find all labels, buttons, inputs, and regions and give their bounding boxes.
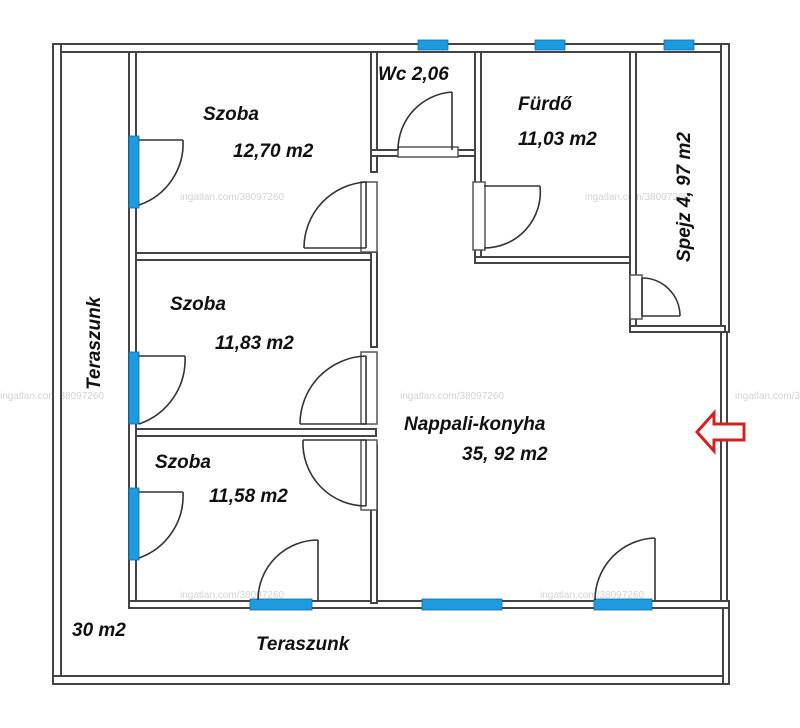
- door-swing: [629, 274, 681, 320]
- room-name: Fürdő: [518, 94, 573, 115]
- window: [593, 598, 653, 611]
- room-name: Wc 2,06: [378, 64, 449, 85]
- window: [421, 598, 503, 611]
- window: [128, 487, 140, 561]
- door-swing: [138, 355, 186, 425]
- room-name: Szoba: [203, 104, 259, 125]
- room-area: 11,83 m2: [215, 333, 294, 354]
- windows: [128, 39, 695, 611]
- watermark: ingatlan.com/38097260: [735, 391, 800, 402]
- room-area: 35, 92 m2: [462, 444, 548, 465]
- watermark: ingatlan.com/38097260: [585, 192, 689, 203]
- door-swing: [397, 91, 459, 158]
- watermark: ingatlan.com/38097260: [400, 391, 504, 402]
- watermark: ingatlan.com/38097260: [540, 590, 644, 601]
- room-name: Szoba: [170, 294, 226, 315]
- room-area: 11,58 m2: [209, 486, 288, 507]
- door-swing: [138, 139, 184, 206]
- door-swing: [303, 181, 378, 253]
- door-swing: [594, 537, 656, 601]
- terrace-side-label: Teraszunk: [84, 295, 105, 390]
- door-swing: [302, 439, 378, 511]
- doors: [138, 91, 681, 601]
- room-name: Nappali-konyha: [404, 414, 546, 435]
- window: [249, 598, 313, 611]
- room-area: 12,70 m2: [233, 141, 314, 162]
- window: [663, 39, 695, 51]
- room-area: 11,03 m2: [518, 129, 597, 150]
- room-name: Spejz 4, 97 m2: [674, 132, 695, 262]
- door-swing: [138, 491, 184, 559]
- door-swing: [299, 351, 378, 425]
- room-name: Szoba: [155, 452, 211, 473]
- terrace-area: 30 m2: [72, 620, 126, 641]
- window: [534, 39, 566, 51]
- terrace-bottom-label: Teraszunk: [256, 634, 351, 655]
- window: [417, 39, 449, 51]
- arrow-left-outline-icon: [694, 409, 746, 455]
- room-labels: Szoba 12,70 m2 Szoba 11,83 m2 Szoba 11,5…: [72, 64, 695, 655]
- window: [128, 351, 140, 425]
- door-swing: [257, 539, 319, 601]
- watermark: ingatlan.com/38097260: [180, 590, 284, 601]
- window: [128, 135, 140, 209]
- door-swing: [472, 181, 542, 251]
- inner-walls: [128, 51, 730, 609]
- watermark: ingatlan.com/38097260: [180, 192, 284, 203]
